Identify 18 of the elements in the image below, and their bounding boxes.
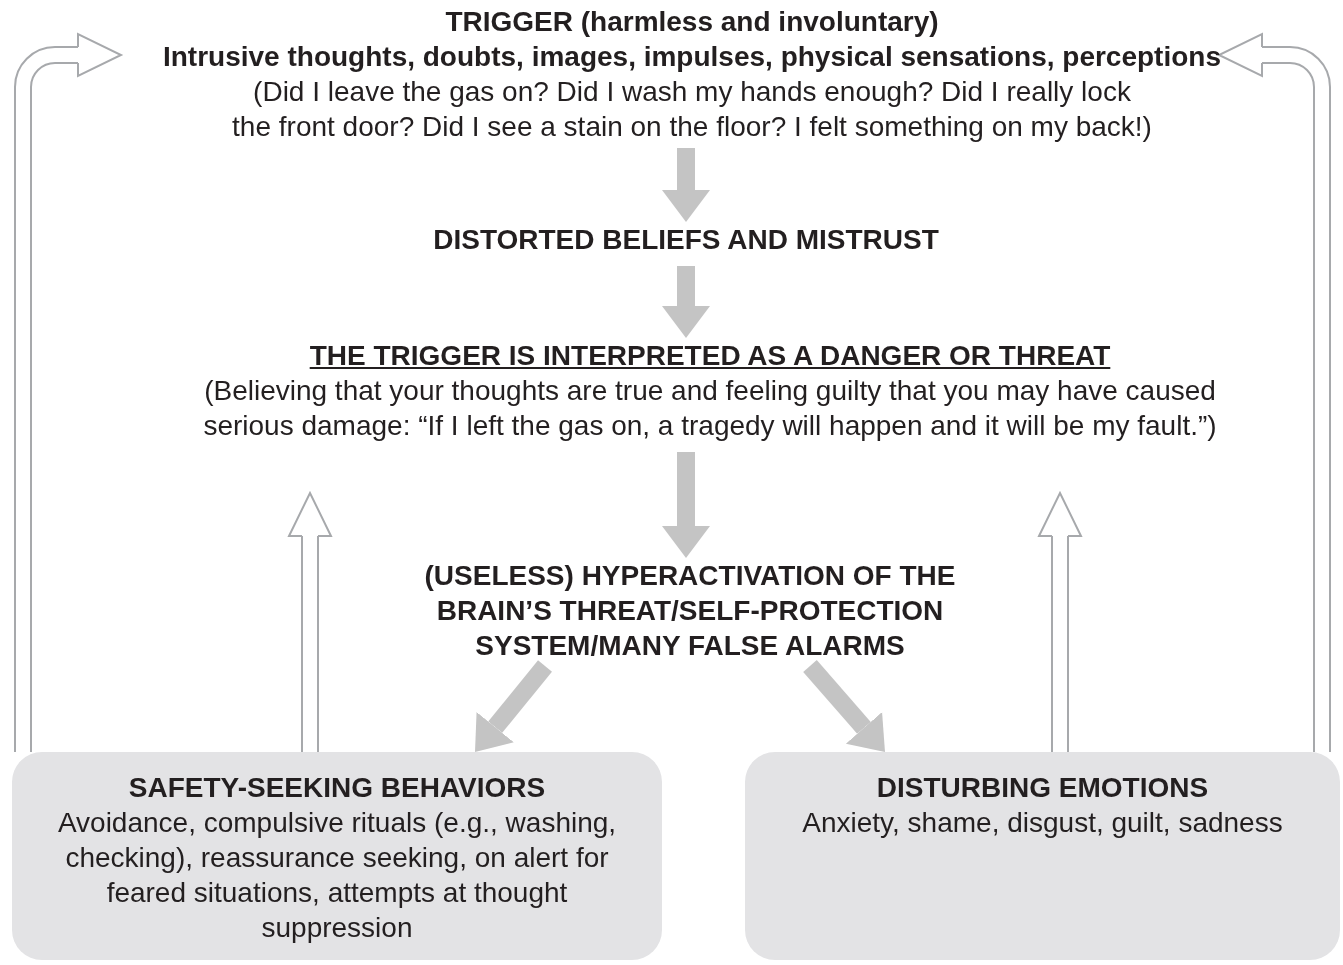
box-body-text: Anxiety, shame, disgust, guilt, sadness [801, 806, 1284, 840]
heading: DISTORTED BELIEFS AND MISTRUST [432, 223, 940, 257]
block-arrow [803, 660, 885, 752]
heading: (USELESS) HYPERACTIVATION OF THE BRAIN’S THREAT/SELF-PROTECTION SYSTEM/MANY FALSE ALARMS [423, 559, 957, 663]
block-arrow [662, 452, 710, 558]
block-arrow [662, 266, 710, 338]
rounded-box [745, 752, 1340, 960]
box-body-text: Avoidance, compulsive rituals (e.g., washing, checking), reassurance seeking, on alert for feared situations, attempts at thought suppression [56, 806, 618, 945]
example-text: (Did I leave the gas on? Did I wash my hands enough? Did I really lock the front door? Did I see a stain on the floor? I felt something on my back!) [231, 75, 1153, 144]
heading: THE TRIGGER IS INTERPRETED AS A DANGER OR THREAT [308, 339, 1112, 373]
rounded-box [12, 752, 662, 960]
explanation-text: (Believing that your thoughts are true and feeling guilty that you may have caused serious damage: “If I left the gas on, a tragedy will happen and it will be my fault.”) [202, 374, 1218, 443]
box-heading: DISTURBING EMOTIONS [875, 771, 1210, 805]
box-heading: SAFETY-SEEKING BEHAVIORS [127, 771, 547, 805]
subheading: Intrusive thoughts, doubts, images, impulses, physical sensations, perceptions [162, 40, 1222, 74]
block-arrow [475, 660, 552, 752]
heading: TRIGGER (harmless and involuntary) [444, 5, 940, 39]
block-arrow [662, 148, 710, 222]
